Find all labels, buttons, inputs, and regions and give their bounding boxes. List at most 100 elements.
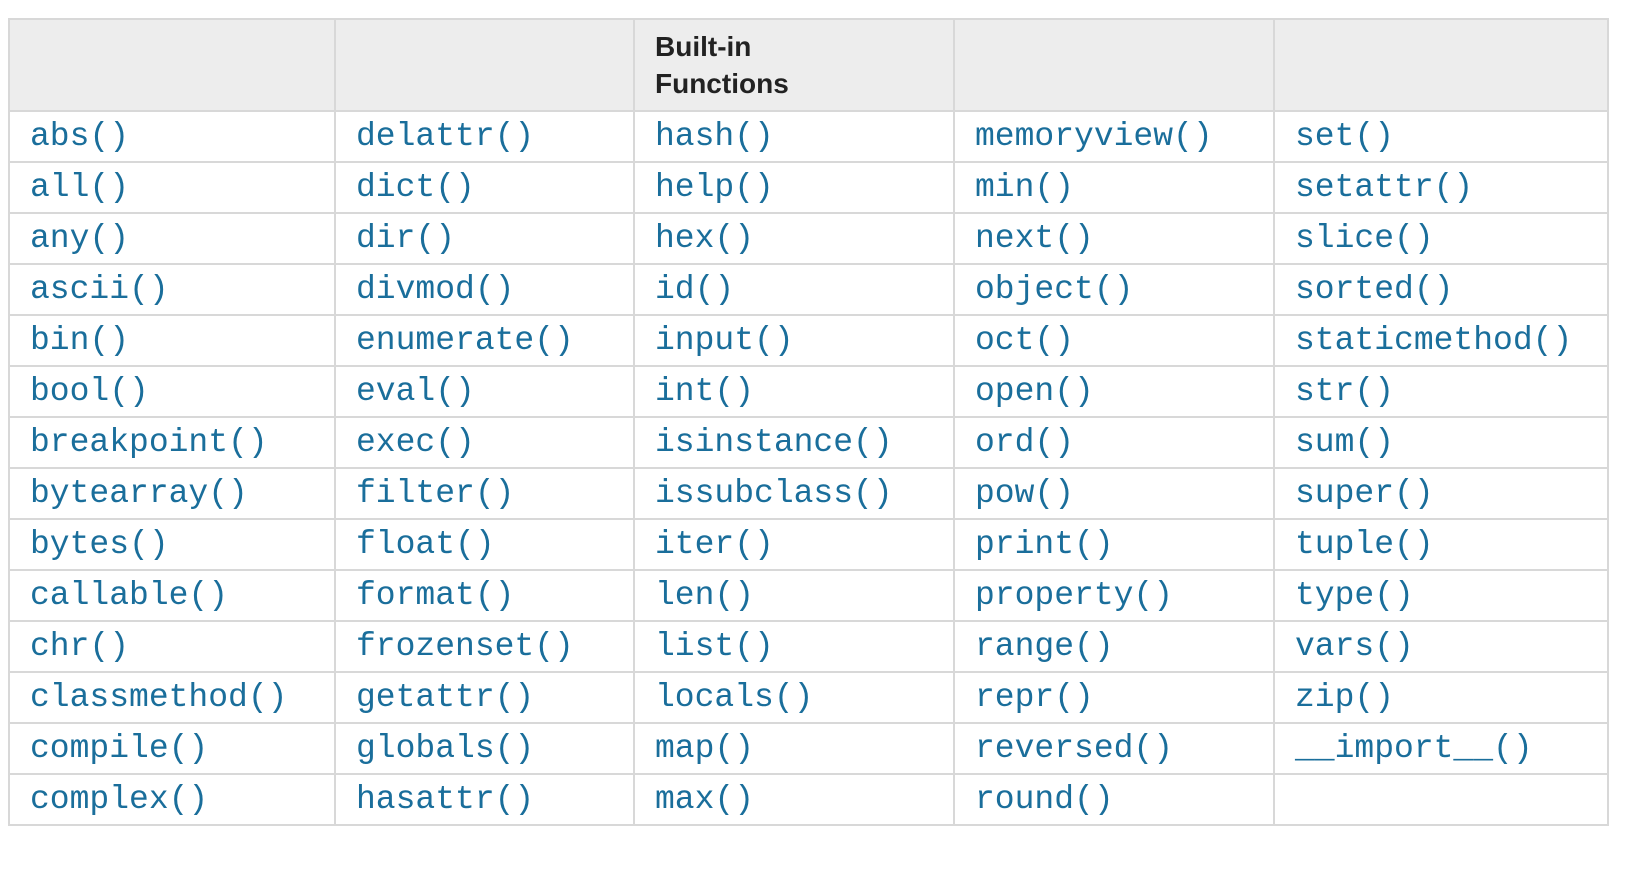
- table-row: abs() delattr() hash() memoryview() set(): [8, 110, 1609, 163]
- function-link[interactable]: bytearray(): [30, 475, 248, 512]
- table-cell: float(): [334, 518, 635, 571]
- function-link[interactable]: memoryview(): [975, 118, 1213, 155]
- function-link[interactable]: callable(): [30, 577, 229, 614]
- function-link[interactable]: dir(): [356, 220, 456, 257]
- function-link[interactable]: property(): [975, 577, 1174, 614]
- function-link[interactable]: staticmethod(): [1295, 322, 1573, 359]
- function-link[interactable]: ascii(): [30, 271, 169, 308]
- table-cell: max(): [633, 773, 955, 826]
- function-link[interactable]: super(): [1295, 475, 1434, 512]
- function-link[interactable]: enumerate(): [356, 322, 574, 359]
- table-cell: enumerate(): [334, 314, 635, 367]
- function-link[interactable]: oct(): [975, 322, 1075, 359]
- table-cell: set(): [1273, 110, 1609, 163]
- function-link[interactable]: setattr(): [1295, 169, 1474, 206]
- function-link[interactable]: divmod(): [356, 271, 515, 308]
- function-link[interactable]: hasattr(): [356, 781, 535, 818]
- function-link[interactable]: complex(): [30, 781, 209, 818]
- function-link[interactable]: round(): [975, 781, 1114, 818]
- function-link[interactable]: slice(): [1295, 220, 1434, 257]
- function-link[interactable]: all(): [30, 169, 130, 206]
- function-link[interactable]: zip(): [1295, 679, 1395, 716]
- function-link[interactable]: type(): [1295, 577, 1414, 614]
- table-cell: reversed(): [953, 722, 1275, 775]
- function-link[interactable]: breakpoint(): [30, 424, 268, 461]
- function-link[interactable]: getattr(): [356, 679, 535, 716]
- function-link[interactable]: int(): [655, 373, 755, 410]
- function-link[interactable]: issubclass(): [655, 475, 893, 512]
- function-link[interactable]: len(): [655, 577, 755, 614]
- function-link[interactable]: sorted(): [1295, 271, 1454, 308]
- table-row: bytes() float() iter() print() tuple(): [8, 518, 1609, 571]
- function-link[interactable]: map(): [655, 730, 755, 767]
- table-cell: slice(): [1273, 212, 1609, 265]
- table-cell: super(): [1273, 467, 1609, 520]
- function-link[interactable]: hash(): [655, 118, 774, 155]
- function-link[interactable]: chr(): [30, 628, 130, 665]
- function-link[interactable]: filter(): [356, 475, 515, 512]
- function-link[interactable]: id(): [655, 271, 735, 308]
- function-link[interactable]: tuple(): [1295, 526, 1434, 563]
- function-link[interactable]: frozenset(): [356, 628, 574, 665]
- function-link[interactable]: classmethod(): [30, 679, 288, 716]
- function-link[interactable]: iter(): [655, 526, 774, 563]
- table-cell: breakpoint(): [8, 416, 336, 469]
- header-cell-empty: [953, 18, 1275, 112]
- function-link[interactable]: input(): [655, 322, 794, 359]
- table-cell: repr(): [953, 671, 1275, 724]
- header-cell-title: Built-in Functions: [633, 18, 955, 112]
- function-link[interactable]: compile(): [30, 730, 209, 767]
- table-cell: sorted(): [1273, 263, 1609, 316]
- function-link[interactable]: max(): [655, 781, 755, 818]
- table-body: abs() delattr() hash() memoryview() set() all…: [8, 110, 1609, 826]
- table-cell: id(): [633, 263, 955, 316]
- function-link[interactable]: bool(): [30, 373, 149, 410]
- function-link[interactable]: set(): [1295, 118, 1395, 155]
- table-cell: map(): [633, 722, 955, 775]
- function-link[interactable]: reversed(): [975, 730, 1174, 767]
- function-link[interactable]: locals(): [655, 679, 814, 716]
- function-link[interactable]: delattr(): [356, 118, 535, 155]
- function-link[interactable]: float(): [356, 526, 495, 563]
- function-link[interactable]: print(): [975, 526, 1114, 563]
- table-cell: complex(): [8, 773, 336, 826]
- table-cell: filter(): [334, 467, 635, 520]
- function-link[interactable]: ord(): [975, 424, 1075, 461]
- function-link[interactable]: pow(): [975, 475, 1075, 512]
- function-link[interactable]: list(): [655, 628, 774, 665]
- function-link[interactable]: hex(): [655, 220, 755, 257]
- table-cell: delattr(): [334, 110, 635, 163]
- table-row: ascii() divmod() id() object() sorted(): [8, 263, 1609, 316]
- function-link[interactable]: vars(): [1295, 628, 1414, 665]
- table-cell: dir(): [334, 212, 635, 265]
- table-cell: input(): [633, 314, 955, 367]
- function-link[interactable]: globals(): [356, 730, 535, 767]
- function-link[interactable]: str(): [1295, 373, 1395, 410]
- table-cell: issubclass(): [633, 467, 955, 520]
- function-link[interactable]: format(): [356, 577, 515, 614]
- function-link[interactable]: dict(): [356, 169, 475, 206]
- function-link[interactable]: object(): [975, 271, 1134, 308]
- function-link[interactable]: open(): [975, 373, 1094, 410]
- function-link[interactable]: min(): [975, 169, 1075, 206]
- function-link[interactable]: isinstance(): [655, 424, 893, 461]
- table-cell: len(): [633, 569, 955, 622]
- table-cell: bool(): [8, 365, 336, 418]
- function-link[interactable]: any(): [30, 220, 130, 257]
- function-link[interactable]: next(): [975, 220, 1094, 257]
- function-link[interactable]: exec(): [356, 424, 475, 461]
- table-cell: help(): [633, 161, 955, 214]
- function-link[interactable]: bin(): [30, 322, 130, 359]
- table-cell: classmethod(): [8, 671, 336, 724]
- function-link[interactable]: sum(): [1295, 424, 1395, 461]
- function-link[interactable]: bytes(): [30, 526, 169, 563]
- table-cell: ord(): [953, 416, 1275, 469]
- function-link[interactable]: range(): [975, 628, 1114, 665]
- table-cell: range(): [953, 620, 1275, 673]
- function-link[interactable]: eval(): [356, 373, 475, 410]
- function-link[interactable]: repr(): [975, 679, 1094, 716]
- function-link[interactable]: help(): [655, 169, 774, 206]
- table-cell: hex(): [633, 212, 955, 265]
- function-link[interactable]: abs(): [30, 118, 130, 155]
- function-link[interactable]: __import__(): [1295, 730, 1533, 767]
